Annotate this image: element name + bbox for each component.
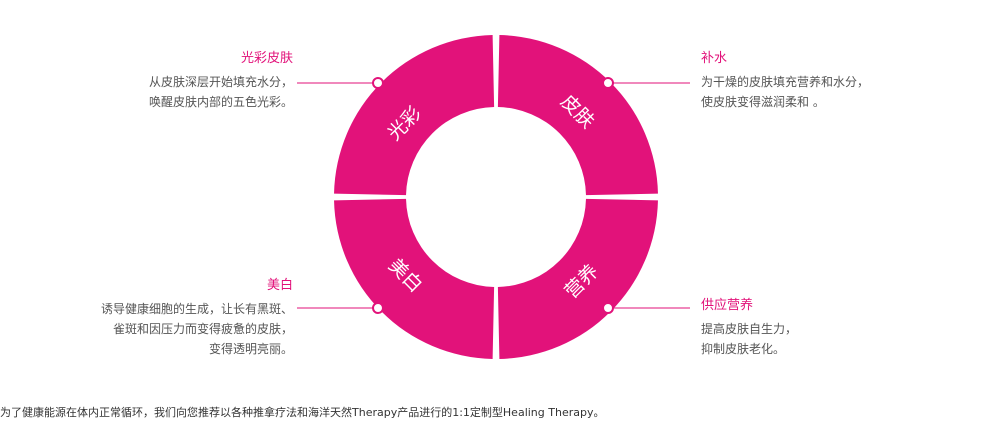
connector-dot-top-left: [372, 77, 384, 89]
callout-hydration: 补水 为干燥的皮肤填充营养和水分， 使皮肤变得滋润柔和 。: [701, 50, 869, 112]
callout-title: 补水: [701, 51, 728, 66]
callout-text: 雀斑和因压力而变得疲惫的皮肤，: [112, 322, 293, 336]
callout-text: 抑制皮肤老化。: [701, 342, 786, 356]
callout-text: 从皮肤深层开始填充水分，: [148, 75, 293, 89]
ring-segment-nutrition: [497, 198, 658, 359]
ring-segment-glow: [334, 35, 495, 196]
ring-segment-whitening: [334, 198, 495, 359]
callout-text: 使皮肤变得滋润柔和 。: [701, 95, 825, 109]
callout-text: 提高皮肤自生力，: [701, 322, 798, 336]
callout-text: 变得透明亮丽。: [208, 342, 293, 356]
callout-title: 光彩皮肤: [240, 51, 293, 66]
callout-nutrition: 供应营养 提高皮肤自生力， 抑制皮肤老化。: [701, 297, 797, 359]
callout-title: 供应营养: [701, 298, 754, 313]
callout-whitening: 美白 诱导健康细胞的生成，让长有黑斑、 雀斑和因压力而变得疲惫的皮肤， 变得透明…: [101, 277, 293, 359]
connector-dot-bottom-right: [602, 302, 614, 314]
connector-dot-bottom-left: [372, 302, 384, 314]
callout-title: 美白: [266, 278, 293, 293]
callout-text: 唤醒皮肤内部的五色光彩。: [148, 95, 293, 109]
callout-glow-skin: 光彩皮肤 从皮肤深层开始填充水分， 唤醒皮肤内部的五色光彩。: [149, 50, 293, 112]
ring-segment-skin: [497, 35, 658, 196]
callout-text: 诱导健康细胞的生成，让长有黑斑、: [100, 302, 293, 316]
callout-text: 为干燥的皮肤填充营养和水分，: [701, 75, 870, 89]
connector-dot-top-right: [602, 77, 614, 89]
footer-note: 为了健康能源在体内正常循环，我们向您推荐以各种推拿疗法和海洋天然Therapy产…: [0, 406, 605, 419]
